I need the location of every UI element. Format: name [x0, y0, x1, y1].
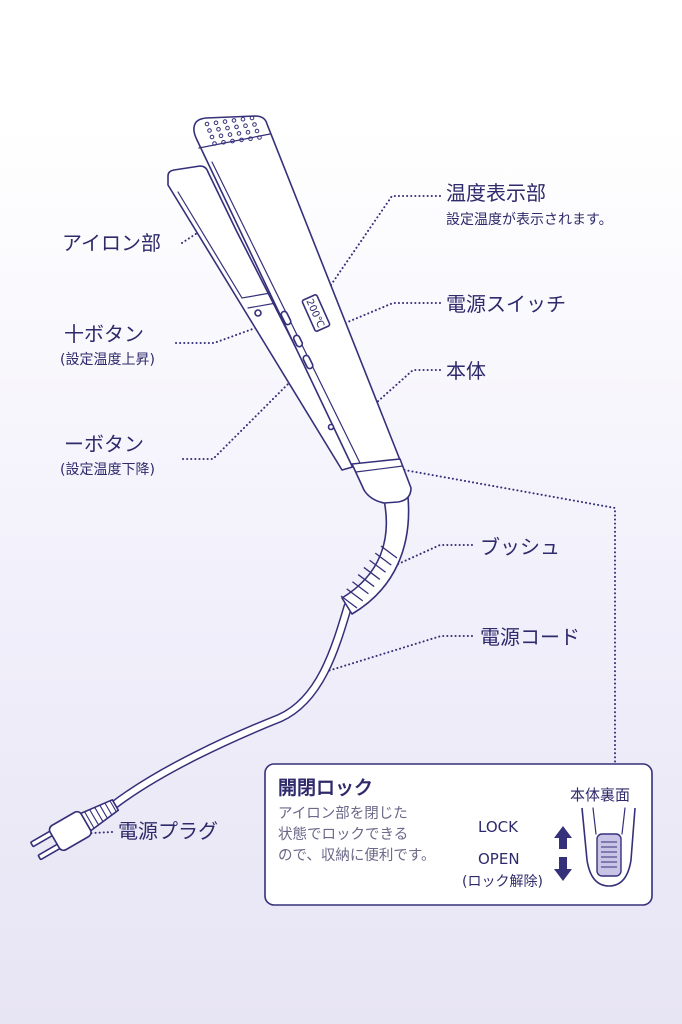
- vent-hole: [218, 133, 224, 139]
- cord-core: [111, 603, 351, 808]
- iron-arm-pin: [254, 309, 262, 317]
- vent-hole: [221, 140, 226, 145]
- plug-sleeve-ribs: [84, 800, 117, 829]
- vent-hole: [234, 124, 239, 130]
- vent-hole: [245, 129, 251, 135]
- vent-hole: [212, 141, 217, 146]
- down-arrow-icon: [554, 857, 572, 881]
- main-body: 200℃: [193, 115, 412, 504]
- vent-hole: [231, 118, 237, 123]
- bush-rib: [340, 595, 358, 609]
- body-back-illustration: [581, 807, 636, 887]
- leader-temp-display: [321, 195, 441, 299]
- vent-hole: [249, 115, 255, 121]
- plug-rib: [104, 802, 113, 816]
- plug-rib: [94, 807, 104, 822]
- lock-slider: [596, 833, 622, 877]
- body-back-inner-right: [621, 807, 626, 835]
- bush-rib: [363, 566, 381, 580]
- label-minus-button: ーボタン: [64, 432, 144, 456]
- vent-hole: [239, 137, 244, 143]
- plus-button: [280, 310, 292, 326]
- body-screw: [327, 423, 335, 431]
- part-labels: 温度表示部 設定温度が表示されます。 アイロン部 電源スイッチ 十ボタン (設定…: [60, 181, 613, 843]
- vent-hole: [257, 135, 262, 140]
- label-power-cord: 電源コード: [480, 625, 580, 649]
- vent-hole: [204, 121, 210, 127]
- vent-hole: [243, 123, 248, 128]
- display-frame: [301, 294, 331, 332]
- body-outline: [193, 115, 401, 467]
- bush-rib: [352, 581, 369, 595]
- plug-rib: [89, 809, 100, 826]
- bush-rib: [346, 588, 364, 602]
- label-temp-display: 温度表示部: [446, 181, 546, 205]
- vent-hole: [240, 116, 246, 122]
- label-temp-display-desc: 設定温度が表示されます。: [446, 212, 613, 228]
- label-plus-button-desc: (設定温度上昇): [60, 352, 155, 368]
- label-bush: ブッシュ: [480, 535, 560, 559]
- bush-rib: [374, 552, 392, 566]
- vent-hole: [216, 127, 221, 132]
- vent-hole: [230, 138, 235, 144]
- vent-hole: [213, 120, 219, 126]
- back-side-label: 本体裏面: [570, 786, 630, 804]
- vent-hole: [209, 134, 215, 140]
- plug-rib: [84, 811, 95, 829]
- iron-plate-edge: [177, 191, 277, 299]
- body-bottom-cap: [351, 458, 412, 504]
- label-power-switch: 電源スイッチ: [446, 292, 566, 316]
- lock-box-line-1: アイロン部を閉じた: [278, 805, 408, 822]
- vent-hole: [248, 136, 253, 141]
- unlock-label: (ロック解除): [462, 874, 543, 890]
- lock-box-line-3: ので、収納に便利です。: [278, 847, 435, 864]
- bush-sleeve: [341, 496, 410, 615]
- iron-arm: [167, 165, 357, 471]
- power-cord: [109, 601, 353, 810]
- bush-rib: [369, 559, 386, 573]
- label-power-plug: 電源プラグ: [118, 819, 218, 843]
- bush-rib: [380, 545, 398, 559]
- label-plus-button: 十ボタン: [64, 322, 144, 346]
- label-iron-part: アイロン部: [62, 231, 161, 255]
- bush-rib: [357, 574, 375, 588]
- iron-arm-outline: [167, 165, 357, 471]
- body-back-inner-left: [592, 807, 597, 835]
- lock-box-title: 開閉ロック: [278, 777, 373, 799]
- lock-box-line-2: 状態でロックできる: [278, 826, 408, 843]
- vent-hole: [225, 125, 230, 131]
- up-arrow-icon: [554, 826, 572, 849]
- bush: [340, 496, 410, 615]
- lock-slider-ridges: [601, 841, 617, 868]
- label-minus-button-desc: (設定温度下降): [60, 462, 155, 478]
- vent-hole: [254, 128, 260, 134]
- vent-hole: [222, 119, 228, 124]
- lock-label: LOCK: [478, 818, 519, 836]
- plug-rib: [109, 800, 117, 813]
- vent-hole: [252, 122, 257, 127]
- power-plug: [30, 799, 120, 861]
- minus-button: [302, 354, 314, 370]
- leader-lock: [359, 461, 616, 763]
- label-body: 本体: [446, 359, 486, 383]
- vent-hole: [236, 131, 242, 136]
- body-collar-line: [355, 465, 404, 473]
- lock-info-box: 開閉ロック アイロン部を閉じた 状態でロックできる ので、収納に便利です。 本体…: [264, 763, 653, 906]
- vent-hole: [207, 128, 212, 133]
- power-switch: [292, 334, 304, 348]
- vent-hole: [227, 132, 233, 137]
- open-label: OPEN: [478, 850, 520, 868]
- bush-ribs: [340, 545, 398, 609]
- vent-holes: [204, 115, 262, 146]
- plug-rib: [99, 804, 108, 819]
